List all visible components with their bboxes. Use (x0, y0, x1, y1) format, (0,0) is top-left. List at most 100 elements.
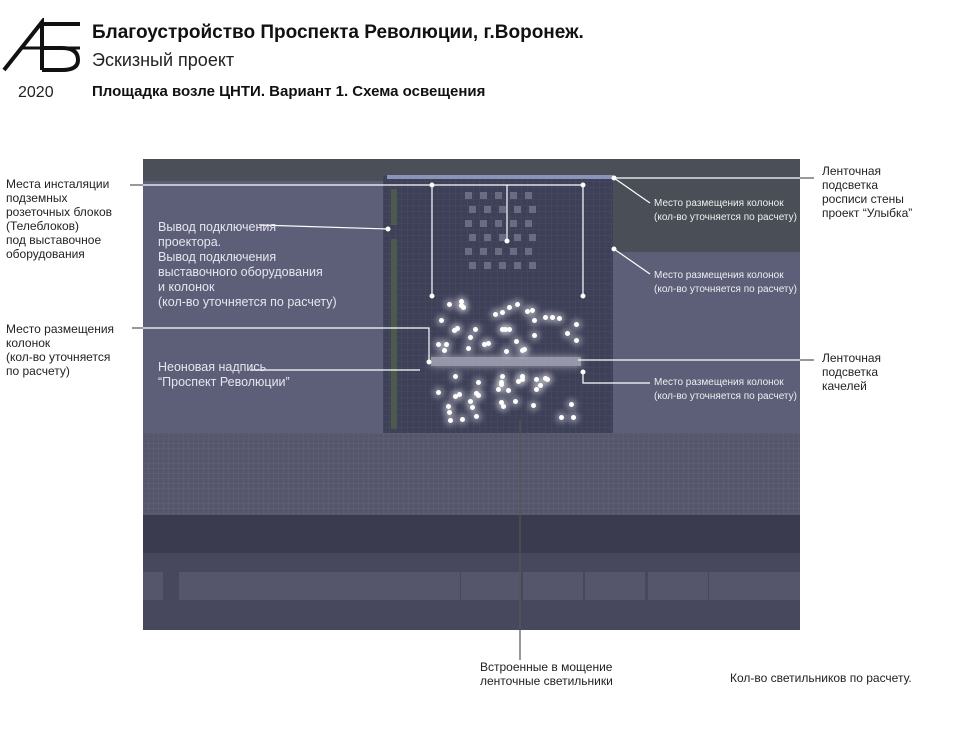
parking-space (523, 572, 583, 600)
ground-light (466, 346, 472, 352)
green-area-right (613, 175, 800, 255)
ground-light (459, 417, 465, 423)
ground-light (512, 398, 518, 404)
ground-light (515, 301, 521, 307)
seat (484, 206, 491, 213)
ground-light (468, 398, 474, 404)
seat (529, 234, 536, 241)
planter (391, 239, 397, 429)
ground-light (436, 389, 442, 395)
ground-light (532, 317, 538, 323)
ground-light (573, 337, 579, 343)
building-right-annex (613, 252, 663, 282)
ground-light (469, 405, 475, 411)
ground-light (460, 305, 466, 310)
ground-light (485, 341, 491, 346)
ground-light (444, 341, 450, 347)
ground-light (476, 392, 482, 398)
ground-light (481, 341, 487, 347)
ground-light (458, 299, 464, 305)
ground-light (516, 379, 522, 385)
ground-light (474, 390, 480, 396)
ground-light (530, 308, 536, 314)
seat (469, 206, 476, 213)
parking-space (290, 572, 350, 600)
label-speakers-left: Место размещения колонок (кол-во уточняе… (6, 322, 115, 378)
ground-light (454, 325, 460, 331)
project-subtitle: Эскизный проект (92, 50, 235, 70)
seat (514, 234, 521, 241)
ground-light (506, 388, 512, 394)
label-paving-lights: Встроенные в мощение ленточные светильни… (480, 660, 613, 688)
label-speakers-3: Место размещения колонок (кол-во уточняе… (654, 377, 797, 402)
seat (510, 192, 517, 199)
seat (465, 220, 472, 227)
ground-light (564, 330, 570, 336)
building-right (613, 252, 800, 433)
parking-space (400, 572, 460, 600)
ground-light (504, 348, 510, 354)
seat (495, 248, 502, 255)
seat (529, 206, 536, 213)
ground-light (514, 338, 520, 344)
label-socket-blocks: Места инсталяции подземных розеточных бл… (6, 177, 113, 261)
seat (495, 220, 502, 227)
parking-space (179, 572, 239, 600)
seat (525, 192, 532, 199)
ground-light (498, 380, 504, 386)
ground-light (473, 413, 479, 419)
parking-space (143, 572, 163, 600)
seat (495, 192, 502, 199)
label-neon-sign: Неоновая надпись “Проспект Революции” (158, 360, 290, 389)
ground-light (468, 334, 474, 340)
parking-space (345, 572, 405, 600)
ground-light (557, 316, 563, 322)
ground-light (525, 309, 531, 315)
wall-light-strip (387, 175, 613, 179)
seat (499, 206, 506, 213)
ground-light (533, 376, 539, 382)
seat (499, 262, 506, 269)
label-wall-lighting: Ленточная подсветка росписи стены проект… (822, 164, 913, 220)
seat (514, 262, 521, 269)
ground-light (451, 328, 457, 334)
ground-light (537, 382, 543, 388)
seat (510, 220, 517, 227)
seat (469, 262, 476, 269)
parking-space (585, 572, 645, 600)
year: 2020 (18, 84, 54, 101)
ground-light (441, 348, 447, 354)
logo (2, 16, 82, 74)
parking-space (709, 572, 769, 600)
ground-light (498, 399, 504, 405)
seat (480, 220, 487, 227)
ground-light (446, 404, 452, 410)
ground-light (500, 373, 506, 379)
site-plan (143, 159, 800, 630)
seat (499, 234, 506, 241)
ground-light (507, 327, 513, 333)
seat (480, 192, 487, 199)
ground-light (519, 373, 525, 379)
ground-light (501, 403, 507, 409)
ground-light (475, 379, 481, 385)
seat (465, 248, 472, 255)
ground-light (543, 375, 549, 381)
seat (525, 248, 532, 255)
ground-light (559, 415, 565, 421)
ground-light (495, 387, 501, 393)
ground-light (438, 317, 444, 323)
building-left (143, 181, 383, 433)
seat (480, 248, 487, 255)
label-speakers-1: Место размещения колонок (кол-во уточняе… (654, 198, 797, 223)
seat (514, 206, 521, 213)
planter (391, 189, 397, 225)
ground-light (503, 327, 509, 333)
ground-light (447, 417, 453, 423)
ground-light (522, 347, 528, 353)
footer-note: Кол-во светильников по расчету. (730, 671, 912, 685)
ground-light (452, 374, 458, 380)
ground-light (571, 415, 577, 421)
